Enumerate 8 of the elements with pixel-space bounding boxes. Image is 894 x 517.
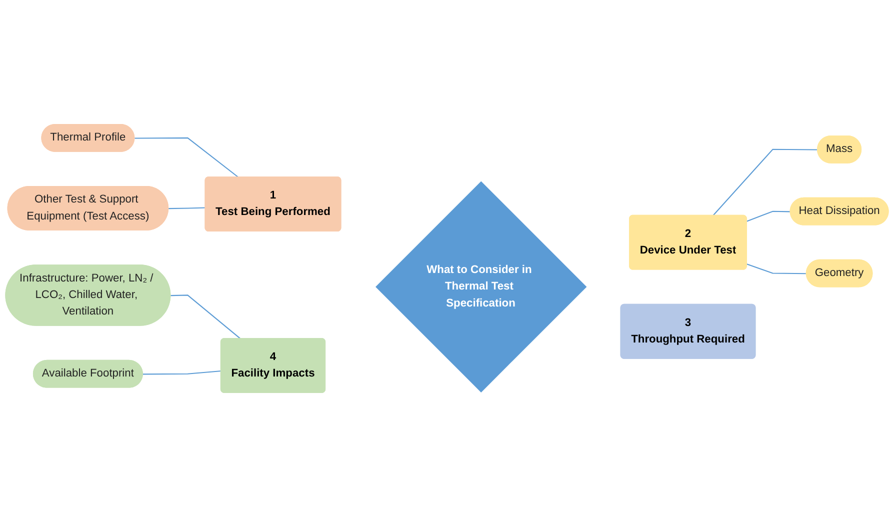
connector bbox=[134, 137, 239, 178]
connector bbox=[746, 264, 807, 274]
node-diamond: What to Consider in Thermal Test Specification bbox=[376, 181, 587, 392]
connector bbox=[142, 370, 222, 375]
connector bbox=[168, 207, 206, 210]
connector bbox=[712, 148, 818, 216]
connector bbox=[170, 294, 241, 340]
connector bbox=[746, 210, 790, 222]
